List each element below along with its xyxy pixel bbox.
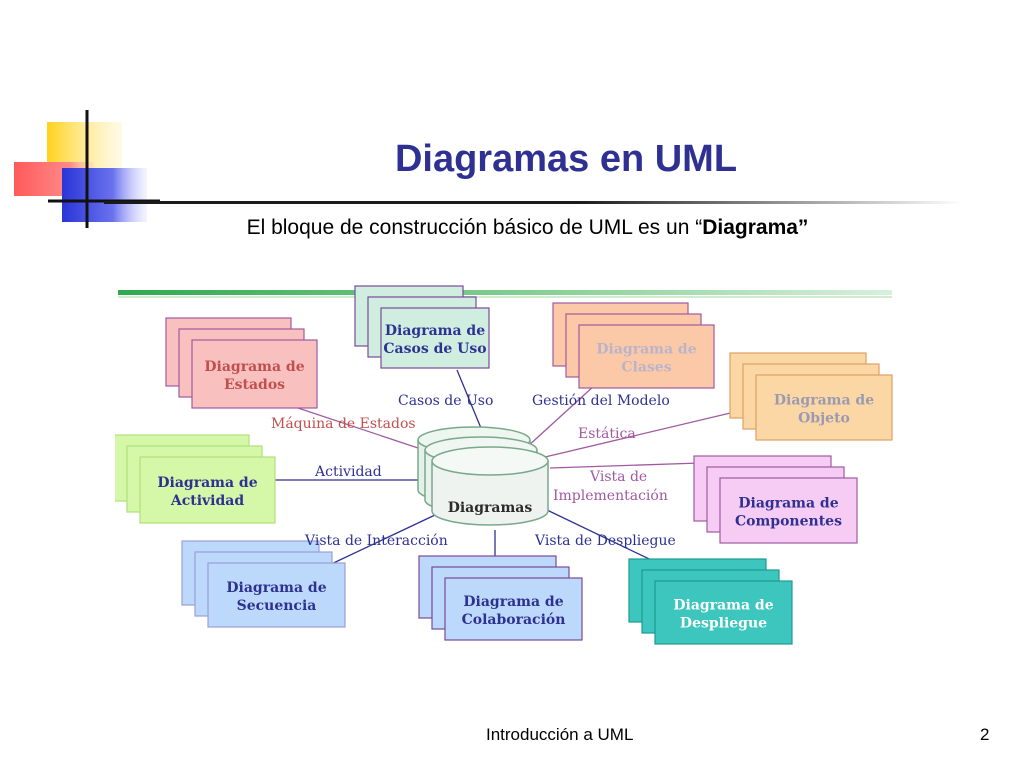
- edge-label-estatica: Estática: [578, 426, 636, 442]
- diagram-top-bar-light: [118, 296, 892, 298]
- node-estados: Diagrama de Estados: [165, 317, 318, 409]
- subtitle-emphasis: Diagrama”: [702, 216, 809, 239]
- node-casos-de-uso: Diagrama de Casos de Uso: [354, 285, 490, 369]
- node-card-front: [207, 562, 346, 628]
- edge-label-vista-de: Vista de: [589, 469, 647, 485]
- footer-title: Introducción a UML: [486, 725, 634, 744]
- node-label-line1: Diagrama de: [738, 496, 838, 512]
- node-card-front: [380, 307, 490, 369]
- node-card-front: [444, 577, 583, 641]
- hub-diagramas: Diagramas: [417, 426, 549, 526]
- edge-componentes: [549, 462, 701, 469]
- edge-objeto: [544, 409, 744, 458]
- node-actividad: Diagrama de Actividad: [115, 434, 276, 524]
- node-label-line2: Secuencia: [237, 598, 317, 614]
- edge-casos-de-uso: [456, 369, 484, 434]
- node-label-line1: Diagrama de: [385, 323, 485, 339]
- node-label-line2: Clases: [621, 360, 671, 376]
- node-label-line2: Despliegue: [680, 616, 767, 632]
- node-label-line1: Diagrama de: [774, 393, 874, 409]
- node-label-line1: Diagrama de: [157, 475, 257, 491]
- node-label-line1: Diagrama de: [463, 594, 563, 610]
- edge-estados: [294, 406, 434, 454]
- node-label-line2: Componentes: [735, 514, 842, 530]
- title-underline: [104, 201, 964, 204]
- node-clases: Diagrama de Clases: [552, 302, 715, 389]
- node-card-front: [191, 339, 318, 409]
- node-colaboracion: Diagrama de Colaboración: [418, 555, 583, 641]
- hub-label: Diagramas: [448, 500, 533, 516]
- node-label-line1: Diagrama de: [204, 359, 304, 375]
- edge-label-actividad: Actividad: [314, 464, 382, 480]
- page-number: 2: [980, 725, 990, 744]
- edge-label-implementacion: Implementación: [553, 488, 668, 504]
- edge-label-casos-de-uso: Casos de Uso: [398, 393, 493, 409]
- node-label-line1: Diagrama de: [226, 580, 326, 596]
- edge-labels: Casos de Uso Gestión del Modelo Estática…: [271, 393, 676, 549]
- hub-cylinder-front: [431, 446, 549, 526]
- node-label-line2: Casos de Uso: [383, 341, 486, 357]
- slide-subtitle: El bloque de construcción básico de UML …: [0, 216, 1024, 240]
- edge-secuencia: [324, 514, 436, 568]
- node-componentes: Diagrama de Componentes: [693, 455, 858, 544]
- edge-label-maquina-de-estados: Máquina de Estados: [271, 416, 416, 432]
- node-label-line2: Objeto: [798, 411, 850, 427]
- connector-lines: [275, 369, 744, 582]
- node-card-front: [139, 456, 276, 524]
- node-objeto: Diagrama de Objeto: [729, 352, 893, 441]
- node-label-line2: Estados: [224, 377, 285, 393]
- node-label-line2: Actividad: [170, 493, 244, 509]
- node-label-line1: Diagrama de: [673, 598, 773, 614]
- subtitle-text: El bloque de construcción básico de UML …: [246, 216, 703, 239]
- diagram-top-bar: [118, 290, 892, 295]
- slide-title: Diagramas en UML: [394, 138, 738, 180]
- node-despliegue: Diagrama de Despliegue: [628, 558, 793, 645]
- decorative-logo: [14, 110, 160, 228]
- node-card-front: [755, 374, 893, 441]
- node-label-line1: Diagrama de: [596, 342, 696, 358]
- edge-label-vista-de-interaccion: Vista de Interacción: [304, 533, 448, 549]
- edge-clases: [526, 384, 596, 448]
- node-label-line2: Colaboración: [462, 612, 566, 628]
- node-card-front: [654, 580, 793, 645]
- node-secuencia: Diagrama de Secuencia: [181, 540, 346, 628]
- logo-blue-square: [62, 168, 147, 222]
- edge-label-gestion-del-modelo: Gestión del Modelo: [532, 393, 670, 409]
- node-card-front: [719, 477, 858, 544]
- edge-label-vista-de-despliegue: Vista de Despliegue: [534, 533, 676, 549]
- node-card-front: [578, 324, 715, 389]
